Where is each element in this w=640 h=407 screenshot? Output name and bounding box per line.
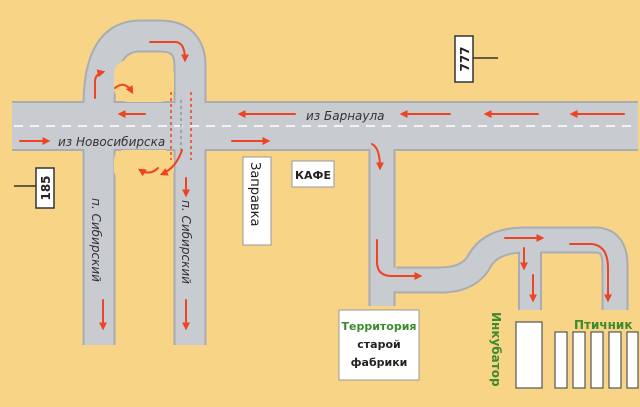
- cafe-sign: КАФЕ: [291, 160, 335, 188]
- label-km-777: 777: [458, 46, 472, 71]
- roads: [12, 19, 638, 345]
- km-sign-185: 185: [14, 167, 55, 209]
- factory-branch: [372, 228, 627, 310]
- arrow-loop-top: [149, 41, 189, 63]
- gas-station-sign: Заправка: [242, 156, 272, 246]
- arrow-factory-branch: [376, 239, 423, 280]
- arrow-down-right: [159, 149, 183, 176]
- old-factory-sign: Территория старой фабрики: [338, 309, 420, 381]
- arrow-loop-inner: [114, 83, 134, 95]
- label-old-factory-1: Территория: [342, 320, 417, 333]
- label-old-factory-2: старой: [357, 338, 400, 351]
- label-from-novosibirsk: из Новосибирска: [58, 135, 165, 149]
- arrow-loop-inner-2: [137, 167, 159, 177]
- traffic-arrows: [19, 41, 625, 331]
- km-sign-777: 777: [454, 35, 498, 83]
- label-gas-station: Заправка: [247, 162, 262, 227]
- sibirsky-loop: [84, 21, 205, 345]
- label-km-185: 185: [39, 175, 53, 200]
- label-cafe: КАФЕ: [295, 169, 331, 182]
- incubator-building: [515, 321, 543, 389]
- label-old-factory-3: фабрики: [351, 356, 408, 369]
- poultry-houses: [554, 331, 639, 389]
- arrow-poultry: [569, 243, 612, 303]
- label-sibirsky-left: п. Сибирский: [89, 198, 103, 282]
- label-from-barnaul: из Барнаула: [306, 109, 385, 123]
- label-poultry-house: Птичник: [574, 318, 633, 332]
- arrow-loop-left-up: [94, 69, 106, 99]
- arrow-factory-turn: [371, 143, 384, 171]
- label-sibirsky-right: п. Сибирский: [179, 200, 193, 284]
- label-incubator: Инкубатор: [489, 312, 503, 387]
